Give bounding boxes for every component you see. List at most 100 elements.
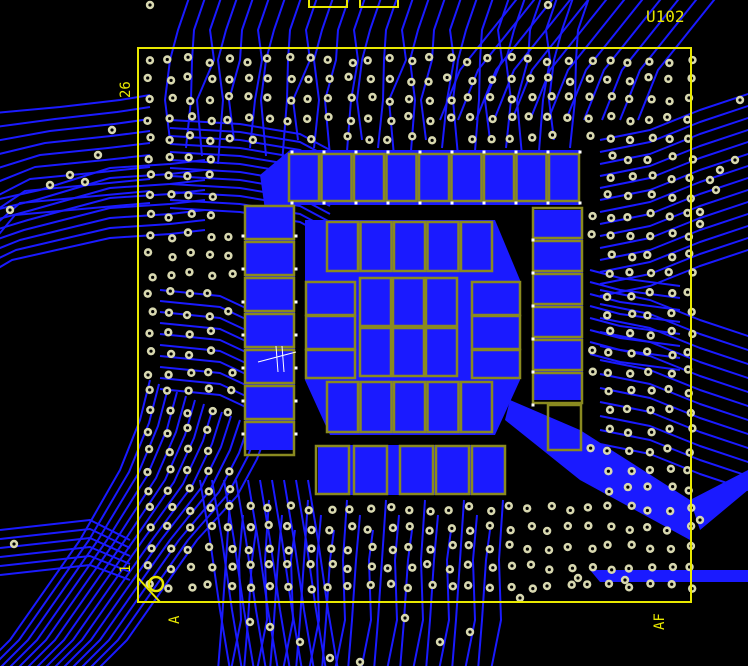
- via-hole: [708, 178, 712, 182]
- pin-26-label: 26: [118, 81, 134, 98]
- via-hole: [325, 585, 330, 589]
- via-hole: [445, 75, 449, 80]
- via-hole: [330, 508, 335, 512]
- via-hole: [346, 75, 351, 79]
- trace: [599, 303, 748, 352]
- trace: [9, 391, 178, 666]
- via-hole: [466, 583, 470, 587]
- via-hole: [590, 348, 594, 352]
- via-hole: [349, 119, 353, 123]
- via-hole: [547, 568, 551, 572]
- thermal-pad: [304, 348, 357, 380]
- via-hole: [226, 235, 230, 239]
- trace: [589, 269, 681, 287]
- via-hole: [645, 313, 650, 318]
- trace: [196, 0, 222, 157]
- via-hole: [370, 545, 375, 549]
- via-hole: [427, 55, 431, 59]
- via-hole: [288, 55, 292, 59]
- via-hole: [186, 447, 190, 451]
- via-hole: [531, 587, 535, 591]
- via-hole: [670, 372, 674, 376]
- trace: [235, 479, 267, 666]
- pad-drill: [418, 150, 422, 154]
- trace: [0, 130, 151, 155]
- thermal-pad: [243, 276, 296, 313]
- via-hole: [286, 585, 290, 589]
- via-hole: [567, 94, 571, 98]
- diagonal-pour-exit: [690, 470, 748, 530]
- via-hole: [733, 158, 737, 162]
- trace: [0, 199, 206, 240]
- pad-drill: [322, 150, 326, 154]
- via-hole: [369, 77, 373, 81]
- via-hole: [529, 563, 533, 567]
- via-hole: [265, 506, 270, 510]
- via-hole: [248, 620, 252, 624]
- via-hole: [650, 388, 654, 393]
- via-hole: [185, 313, 189, 317]
- via-hole: [651, 136, 655, 140]
- via-hole: [227, 504, 231, 508]
- trace: [0, 229, 206, 269]
- trace: [0, 190, 151, 222]
- via-hole: [188, 509, 192, 513]
- via-hole: [169, 547, 173, 551]
- via-hole: [550, 94, 554, 98]
- via-hole: [410, 59, 414, 63]
- via-hole: [367, 138, 372, 142]
- trace: [159, 355, 251, 377]
- via-hole: [110, 128, 114, 132]
- via-hole: [185, 174, 189, 178]
- trace: [90, 427, 259, 666]
- via-hole: [406, 586, 410, 590]
- thermal-pad: [325, 220, 360, 273]
- via-hole: [670, 255, 674, 259]
- via-hole: [470, 79, 475, 83]
- trace: [63, 415, 232, 666]
- via-hole: [467, 543, 471, 547]
- via-hole: [525, 506, 529, 510]
- via-hole: [648, 468, 652, 472]
- pad-drill: [322, 201, 326, 205]
- via-hole: [187, 270, 192, 274]
- via-hole: [309, 528, 314, 532]
- trace: [159, 289, 251, 311]
- via-hole: [605, 449, 609, 453]
- via-hole: [550, 133, 555, 137]
- via-hole: [170, 236, 174, 240]
- via-hole: [169, 78, 173, 82]
- via-hole: [645, 158, 650, 162]
- via-hole: [205, 291, 209, 295]
- trace: [0, 219, 206, 259]
- via-hole: [247, 76, 251, 80]
- trace: [464, 514, 478, 666]
- via-hole: [246, 94, 251, 98]
- via-hole: [714, 188, 718, 192]
- via-hole: [189, 250, 193, 255]
- trace: [589, 329, 681, 347]
- via-hole: [370, 95, 375, 99]
- via-hole: [508, 137, 512, 141]
- via-hole: [146, 292, 150, 296]
- via-hole: [388, 56, 392, 60]
- via-hole: [403, 616, 407, 620]
- via-hole: [188, 99, 192, 103]
- trace: [565, 0, 644, 121]
- via-hole: [96, 153, 100, 157]
- via-hole: [609, 176, 613, 180]
- via-hole: [587, 117, 591, 121]
- pad-drill: [294, 432, 298, 436]
- via-hole: [467, 504, 471, 508]
- via-hole: [148, 193, 152, 197]
- thermal-pad: [385, 152, 418, 203]
- via-hole: [627, 585, 631, 589]
- thermal-pad: [531, 371, 584, 405]
- row-af-label: AF: [652, 613, 668, 630]
- via-hole: [628, 119, 633, 123]
- pad-drill: [531, 403, 535, 407]
- via-hole: [265, 56, 269, 61]
- via-hole: [629, 351, 634, 356]
- via-hole: [249, 586, 253, 590]
- via-hole: [210, 524, 214, 528]
